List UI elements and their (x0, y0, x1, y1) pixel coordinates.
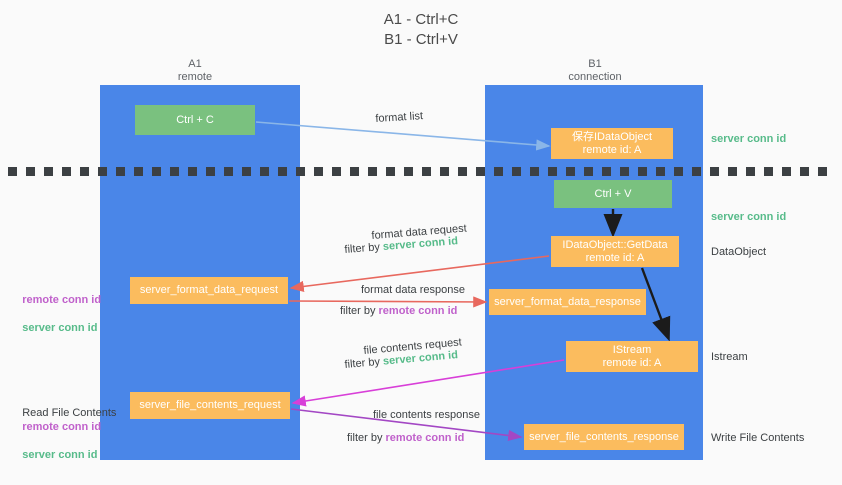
node-save-idataobject-line2: remote id: A (582, 143, 642, 156)
node-ctrl-v[interactable]: Ctrl + V (554, 180, 672, 208)
annotation-server-conn-id: server conn id (22, 449, 98, 461)
annotation-read-file-contents-group: Read File Contents (10, 392, 150, 434)
annotation-istream: Istream (711, 351, 748, 363)
annotation-dataobject: DataObject (711, 246, 767, 258)
node-ctrl-c[interactable]: Ctrl + C (135, 105, 255, 135)
node-server-format-data-response[interactable]: server_format_data_response (489, 289, 646, 315)
node-server-file-contents-request-label: server_file_contents_request (139, 399, 281, 411)
annotation-conn-ids-file: remote conn id server conn id (10, 406, 101, 476)
node-server-format-data-request-label: server_format_data_request (139, 284, 279, 296)
annotation-conn-ids-format: remote conn id server conn id (10, 279, 101, 349)
annotation-remote-conn-id: remote conn id (22, 294, 102, 306)
node-idataobject-getdata-line1: IDataObject::GetData (562, 238, 668, 251)
filter-prefix: filter by (347, 432, 386, 444)
annotation-server-conn-id: server conn id (22, 322, 98, 334)
filter-key-remote-conn-id: remote conn id (385, 432, 465, 444)
filter-key-remote-conn-id: remote conn id (378, 305, 458, 317)
node-idataobject-getdata-line2: remote id: A (585, 251, 645, 264)
node-ctrl-v-label: Ctrl + V (594, 187, 632, 200)
phase-divider-dashed-line (8, 167, 828, 176)
node-istream-line1: IStream (612, 343, 652, 356)
node-server-file-contents-response[interactable]: server_file_contents_response (524, 424, 684, 450)
node-istream-line2: remote id: A (602, 356, 662, 369)
edge-label-file-contents-response: file contents response (373, 409, 481, 421)
edge-label-format-data-response: format data response (361, 284, 465, 296)
edge-label-format-data-response-filter: filter by remote conn id (340, 304, 457, 319)
node-server-file-contents-request[interactable]: server_file_contents_request (130, 392, 290, 419)
node-save-idataobject-line1: 保存IDataObject (571, 130, 653, 143)
node-server-file-contents-response-label: server_file_contents_response (529, 430, 679, 443)
column-header-a1: A1 remote (177, 58, 213, 83)
column-header-b1: B1 connection (568, 58, 622, 83)
node-idataobject-getdata[interactable]: IDataObject::GetData remote id: A (551, 236, 679, 267)
annotation-read-file-contents: Read File Contents (22, 407, 117, 419)
page-title: A1 - Ctrl+C B1 - Ctrl+V (383, 11, 459, 48)
annotation-server-conn-id-mid: server conn id (711, 211, 787, 223)
node-server-format-data-response-label: server_format_data_response (494, 295, 641, 308)
annotation-write-file-contents: Write File Contents (711, 432, 805, 444)
edge-label-file-contents-response-filter: filter by remote conn id (347, 431, 464, 446)
annotation-remote-conn-id: remote conn id (22, 421, 102, 433)
node-ctrl-c-label: Ctrl + C (176, 113, 214, 126)
node-istream[interactable]: IStream remote id: A (566, 341, 698, 372)
filter-prefix: filter by (340, 305, 379, 317)
node-save-idataobject[interactable]: 保存IDataObject remote id: A (551, 128, 673, 159)
node-server-format-data-request[interactable]: server_format_data_request (130, 277, 288, 304)
annotation-server-conn-id-top: server conn id (711, 133, 787, 145)
